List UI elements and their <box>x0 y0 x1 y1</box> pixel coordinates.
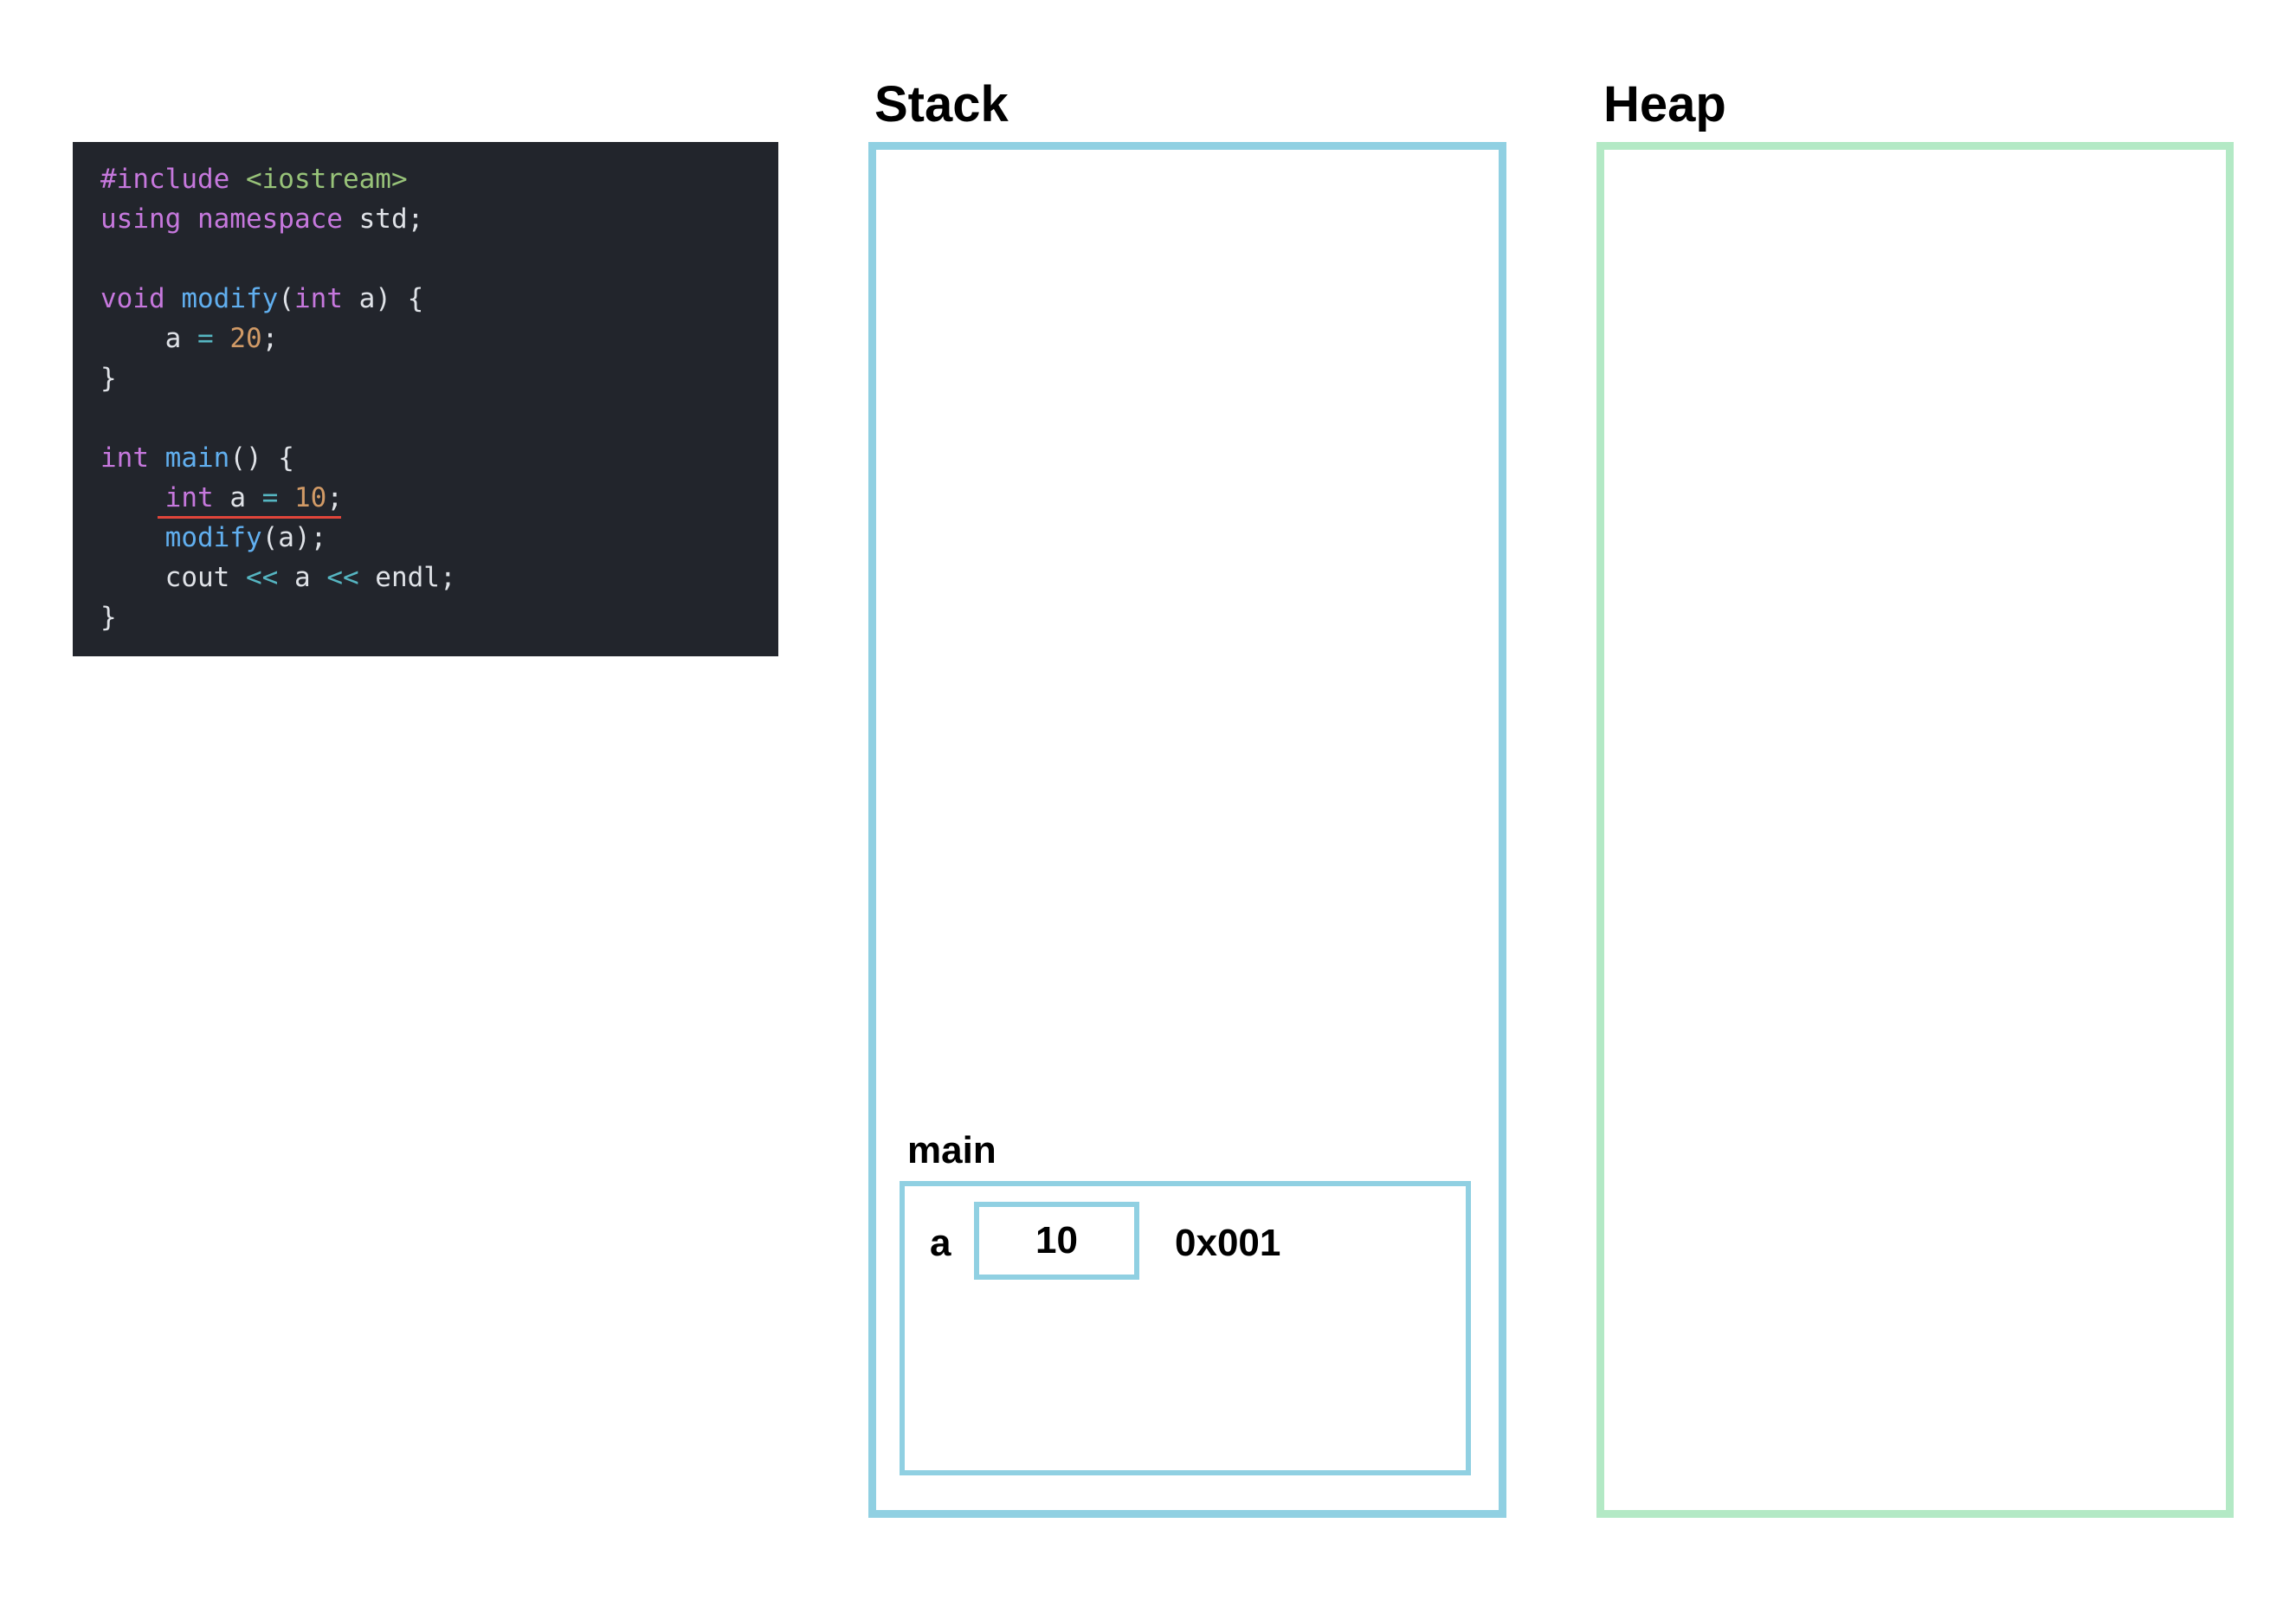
code-line: using namespace std; <box>100 199 778 239</box>
code-token <box>214 323 230 354</box>
code-line: a = 20; <box>100 319 778 358</box>
code-token: endl; <box>358 562 456 593</box>
code-token: namespace <box>197 203 359 235</box>
code-token: } <box>100 363 117 394</box>
heap-region <box>1596 142 2234 1518</box>
code-token: #include <box>100 164 246 195</box>
code-token: ; <box>261 323 279 354</box>
code-line: } <box>100 597 778 637</box>
code-line <box>100 239 778 279</box>
heap-title: Heap <box>1603 76 1726 132</box>
code-line: #include <iostream> <box>100 159 778 199</box>
code-token: () { <box>229 442 294 474</box>
code-token: (a); <box>261 522 327 553</box>
code-token: int <box>164 482 230 513</box>
code-token: = <box>261 482 279 513</box>
code-line: modify(a); <box>100 518 778 558</box>
variable-value: 10 <box>1035 1219 1078 1262</box>
code-token: main <box>164 442 230 474</box>
code-token: ( <box>278 283 294 314</box>
code-line: int main() { <box>100 438 778 478</box>
current-line-underline <box>158 516 341 519</box>
code-token: 20 <box>229 323 262 354</box>
code-token: modify <box>164 522 262 553</box>
code-token: a) { <box>358 283 424 314</box>
code-token <box>100 482 165 513</box>
variable-address: 0x001 <box>1175 1222 1281 1264</box>
code-token: <iostream> <box>245 164 408 195</box>
code-line <box>100 398 778 438</box>
stack-frame-main <box>900 1181 1471 1475</box>
stack-region <box>868 142 1506 1518</box>
code-token <box>100 522 165 553</box>
code-token: int <box>293 283 359 314</box>
code-token: ; <box>326 482 343 513</box>
variable-value-box: 10 <box>974 1202 1139 1280</box>
stack-title: Stack <box>874 76 1009 132</box>
code-token: << <box>245 562 279 593</box>
code-token: modify <box>181 283 279 314</box>
code-token: int <box>100 442 165 474</box>
code-token: a <box>100 323 197 354</box>
code-line: void modify(int a) { <box>100 279 778 319</box>
code-token: cout <box>100 562 246 593</box>
code-token: 10 <box>293 482 327 513</box>
code-line: cout << a << endl; <box>100 558 778 597</box>
code-token <box>278 482 294 513</box>
code-token: std; <box>358 203 424 235</box>
code-token: a <box>278 562 327 593</box>
code-token: << <box>326 562 359 593</box>
code-line: } <box>100 358 778 398</box>
variable-name: a <box>930 1222 951 1264</box>
code-panel: #include <iostream>using namespace std; … <box>73 142 778 656</box>
stack-frame-label: main <box>907 1129 996 1171</box>
code-token: a <box>229 482 262 513</box>
code-token: } <box>100 602 117 633</box>
code-token: = <box>197 323 214 354</box>
code-line: int a = 10; <box>100 478 778 519</box>
code-token: using <box>100 203 197 235</box>
code-token: void <box>100 283 182 314</box>
